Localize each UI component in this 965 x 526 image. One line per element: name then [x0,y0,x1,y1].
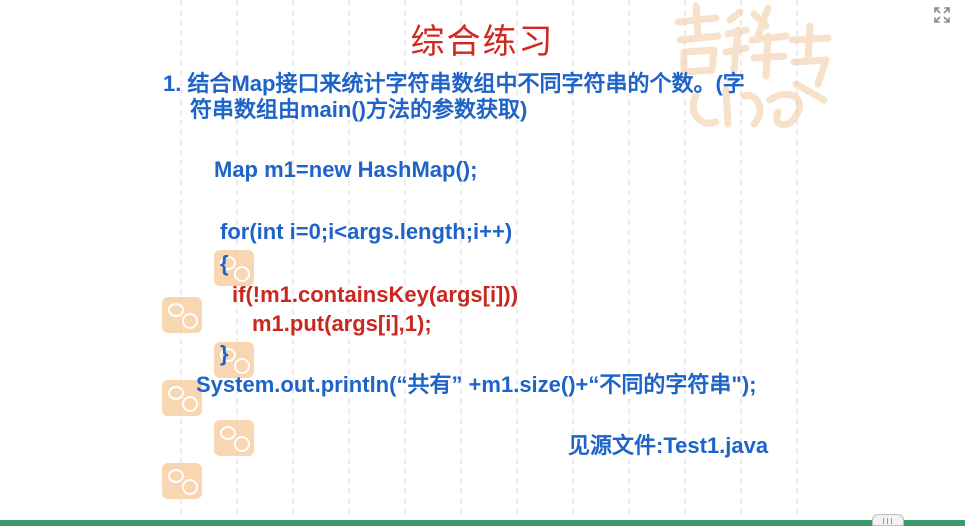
guide-line [348,0,350,514]
auspicious-seal-icon [162,463,202,499]
guide-line [180,0,182,514]
code-line: { [220,251,229,276]
guide-line [516,0,518,514]
auspicious-seal-icon [162,297,202,333]
auspicious-seal-icon [214,342,254,378]
guide-line [684,0,686,514]
auspicious-seal-icon [162,380,202,416]
guide-line [292,0,294,514]
auspicious-seal-icon [214,250,254,286]
expand-icon[interactable] [933,6,951,24]
auspicious-seal-icon [674,2,832,129]
code-line: System.out.println(“共有” +m1.size()+“不同的字… [196,372,757,397]
scroll-handle[interactable] [872,514,904,526]
code-line: Map m1=new HashMap(); [214,157,478,182]
source-reference: 见源文件:Test1.java [568,432,768,460]
guide-line [740,0,742,514]
question-line-2: 符串数组由main()方法的参数获取) [190,97,528,122]
guide-line [572,0,574,514]
source-file: :Test1.java [656,433,769,458]
question-line-1: 1. 结合Map接口来统计字符串数组中不同字符串的个数。(字 [163,71,745,96]
code-line-highlight: m1.put(args[i],1); [252,311,432,336]
slide-title: 综合练习 [410,22,555,62]
guide-line [460,0,462,514]
progress-bar [0,520,965,526]
guide-line [628,0,630,514]
code-line: for(int i=0;i<args.length;i++) [220,219,513,244]
auspicious-seal-icon [214,420,254,456]
guide-line [404,0,406,514]
code-line-highlight: if(!m1.containsKey(args[i])) [232,282,519,307]
guide-line [796,0,798,514]
source-label: 见源文件 [568,433,657,458]
code-line: } [220,341,229,366]
